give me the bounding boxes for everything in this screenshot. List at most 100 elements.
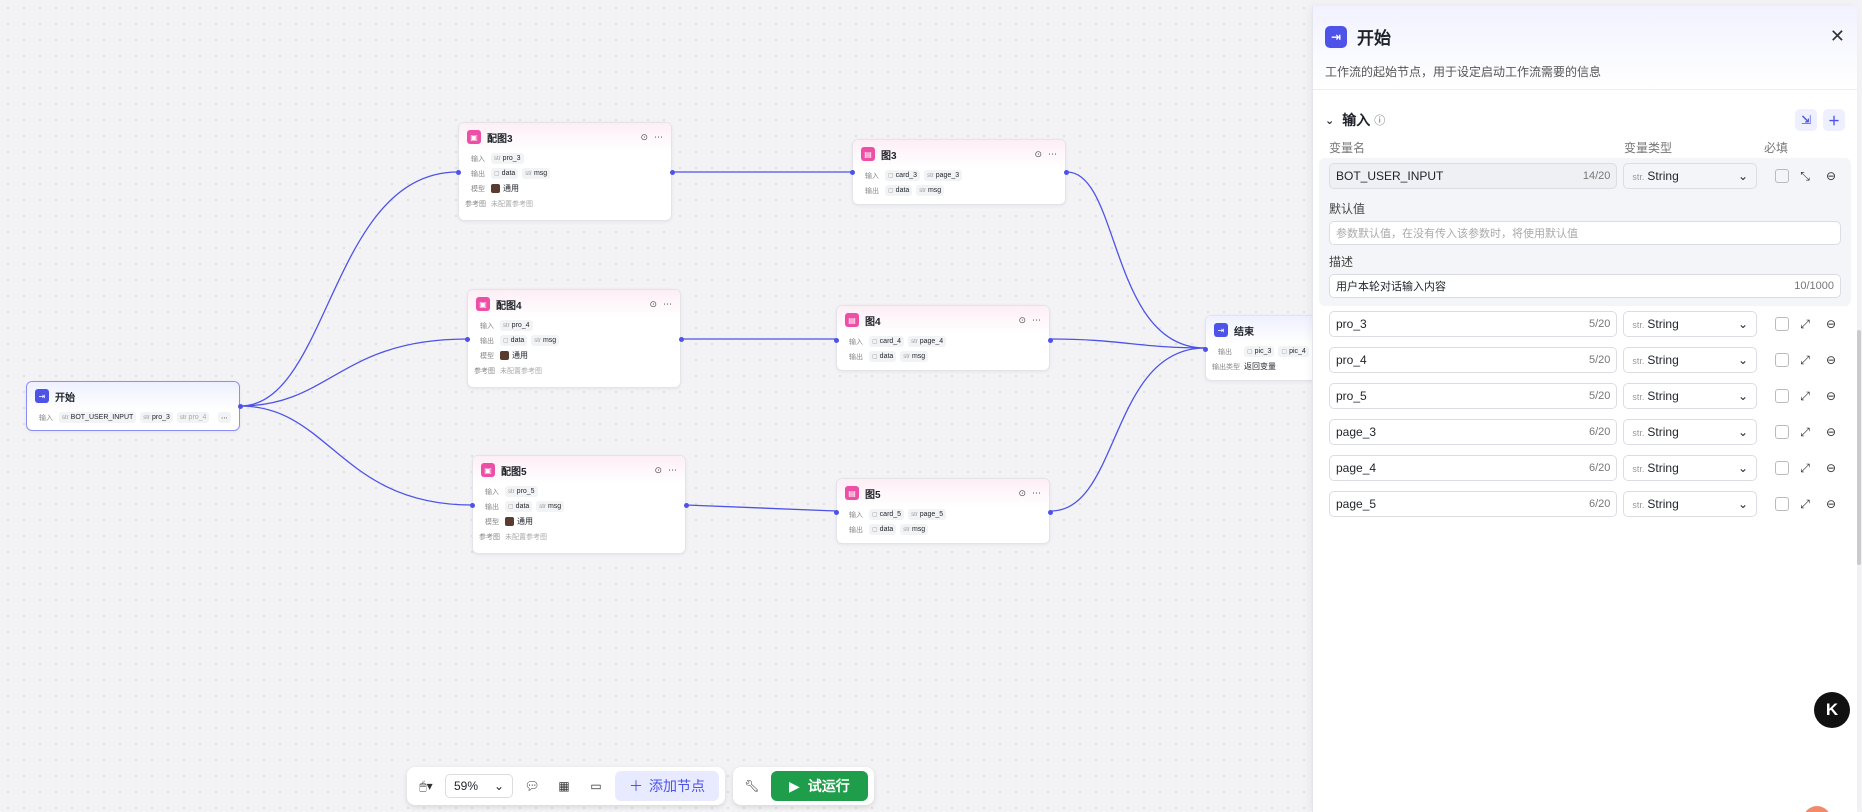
output-port[interactable]: [684, 503, 689, 508]
zoom-select[interactable]: 59%⌄: [445, 774, 513, 798]
node-title: 配图3: [487, 133, 513, 145]
input-section-header[interactable]: ⌄ 输入 ⓘ ⇲ ＋: [1313, 104, 1857, 136]
variable-type-select[interactable]: str.String⌄: [1623, 419, 1758, 445]
more-icon[interactable]: ⋯: [1032, 487, 1041, 498]
image-icon: ▤: [861, 147, 875, 161]
close-icon[interactable]: ✕: [1829, 26, 1845, 46]
more-icon[interactable]: ⋯: [663, 298, 672, 309]
assistant-fab[interactable]: K: [1814, 692, 1850, 728]
expand-icon[interactable]: ⤢: [1800, 460, 1810, 475]
required-checkbox[interactable]: [1775, 169, 1790, 183]
add-node-button[interactable]: ＋添加节点: [615, 771, 719, 801]
remove-icon[interactable]: ⊖: [1825, 317, 1837, 331]
minimap-icon[interactable]: ▭: [590, 779, 602, 793]
required-checkbox[interactable]: [1775, 389, 1790, 403]
expand-icon[interactable]: ⤢: [1800, 424, 1810, 439]
expand-icon[interactable]: ⤢: [1800, 496, 1810, 511]
node-header: ▣ 配图3 ⊙ ⋯: [459, 123, 671, 151]
auto-layout-icon[interactable]: ▦: [558, 779, 570, 793]
scrollbar[interactable]: [1857, 330, 1861, 565]
col-type: 变量类型: [1624, 140, 1673, 155]
remove-icon[interactable]: ⊖: [1825, 169, 1837, 183]
output-port[interactable]: [1048, 510, 1053, 515]
output-port[interactable]: [1064, 170, 1069, 175]
required-checkbox[interactable]: [1775, 353, 1790, 367]
run-node-icon[interactable]: ⊙: [640, 131, 648, 142]
variable-type-select[interactable]: str.String⌄: [1623, 311, 1758, 337]
play-icon: ▶: [789, 777, 800, 794]
default-value-input[interactable]: 参数默认值，在没有传入该参数时，将使用默认值: [1329, 221, 1841, 245]
input-port[interactable]: [465, 337, 470, 342]
input-port[interactable]: [850, 170, 855, 175]
remove-icon[interactable]: ⊖: [1825, 353, 1837, 367]
required-checkbox[interactable]: [1775, 497, 1790, 511]
info-icon[interactable]: ⓘ: [1374, 115, 1386, 127]
variable-type-select[interactable]: str.String⌄: [1623, 347, 1758, 373]
output-port[interactable]: [670, 170, 675, 175]
image-icon: ▣: [467, 130, 481, 144]
variable-type-select[interactable]: str.String⌄: [1623, 163, 1758, 189]
more-icon[interactable]: ⋯: [1048, 148, 1057, 159]
output-port[interactable]: [238, 404, 243, 409]
more-icon[interactable]: ⋯: [1032, 314, 1041, 325]
collapse-icon[interactable]: ⤡: [1800, 168, 1810, 183]
variable-type-select[interactable]: str.String⌄: [1623, 383, 1758, 409]
run-node-icon[interactable]: ⊙: [1018, 314, 1026, 325]
output-port[interactable]: [1048, 338, 1053, 343]
import-icon[interactable]: ⇲: [1795, 109, 1817, 131]
chevron-down-icon[interactable]: ⌄: [1325, 114, 1335, 127]
remove-icon[interactable]: ⊖: [1825, 389, 1837, 403]
required-checkbox[interactable]: [1775, 461, 1790, 475]
input-port[interactable]: [834, 510, 839, 515]
remove-icon[interactable]: ⊖: [1825, 425, 1837, 439]
remove-icon[interactable]: ⊖: [1825, 497, 1837, 511]
expand-icon[interactable]: ⤢: [1800, 316, 1810, 331]
input-port[interactable]: [834, 338, 839, 343]
edge-t4-end: [1050, 338, 1206, 349]
test-run-button[interactable]: ▶试运行: [771, 771, 868, 801]
required-checkbox[interactable]: [1775, 425, 1790, 439]
run-node-icon[interactable]: ⊙: [649, 298, 657, 309]
expand-icon[interactable]: ⤢: [1800, 352, 1810, 367]
input-port[interactable]: [1203, 347, 1208, 352]
wrench-icon[interactable]: 🔧︎: [744, 779, 760, 793]
variable-type-select[interactable]: str.String⌄: [1623, 455, 1758, 481]
more-icon[interactable]: ⋯: [218, 412, 231, 423]
comment-icon[interactable]: 💬︎: [524, 779, 540, 793]
expand-icon[interactable]: ⤢: [1800, 388, 1810, 403]
image-icon: ▤: [845, 313, 859, 327]
mouse-mode-icon[interactable]: 🖱︎▾: [419, 778, 433, 793]
more-icon[interactable]: ⋯: [654, 131, 663, 142]
input-port[interactable]: [470, 503, 475, 508]
required-checkbox[interactable]: [1775, 317, 1790, 331]
remove-icon[interactable]: ⊖: [1825, 461, 1837, 475]
more-icon[interactable]: ⋯: [668, 464, 677, 475]
variable-type-select[interactable]: str.String⌄: [1623, 491, 1758, 517]
run-node-icon[interactable]: ⊙: [1034, 148, 1042, 159]
run-node-icon[interactable]: ⊙: [1018, 487, 1026, 498]
add-variable-icon[interactable]: ＋: [1823, 109, 1845, 131]
run-node-icon[interactable]: ⊙: [654, 464, 662, 475]
avatar[interactable]: [1803, 806, 1831, 812]
output-port[interactable]: [679, 337, 684, 342]
input-port[interactable]: [456, 170, 461, 175]
